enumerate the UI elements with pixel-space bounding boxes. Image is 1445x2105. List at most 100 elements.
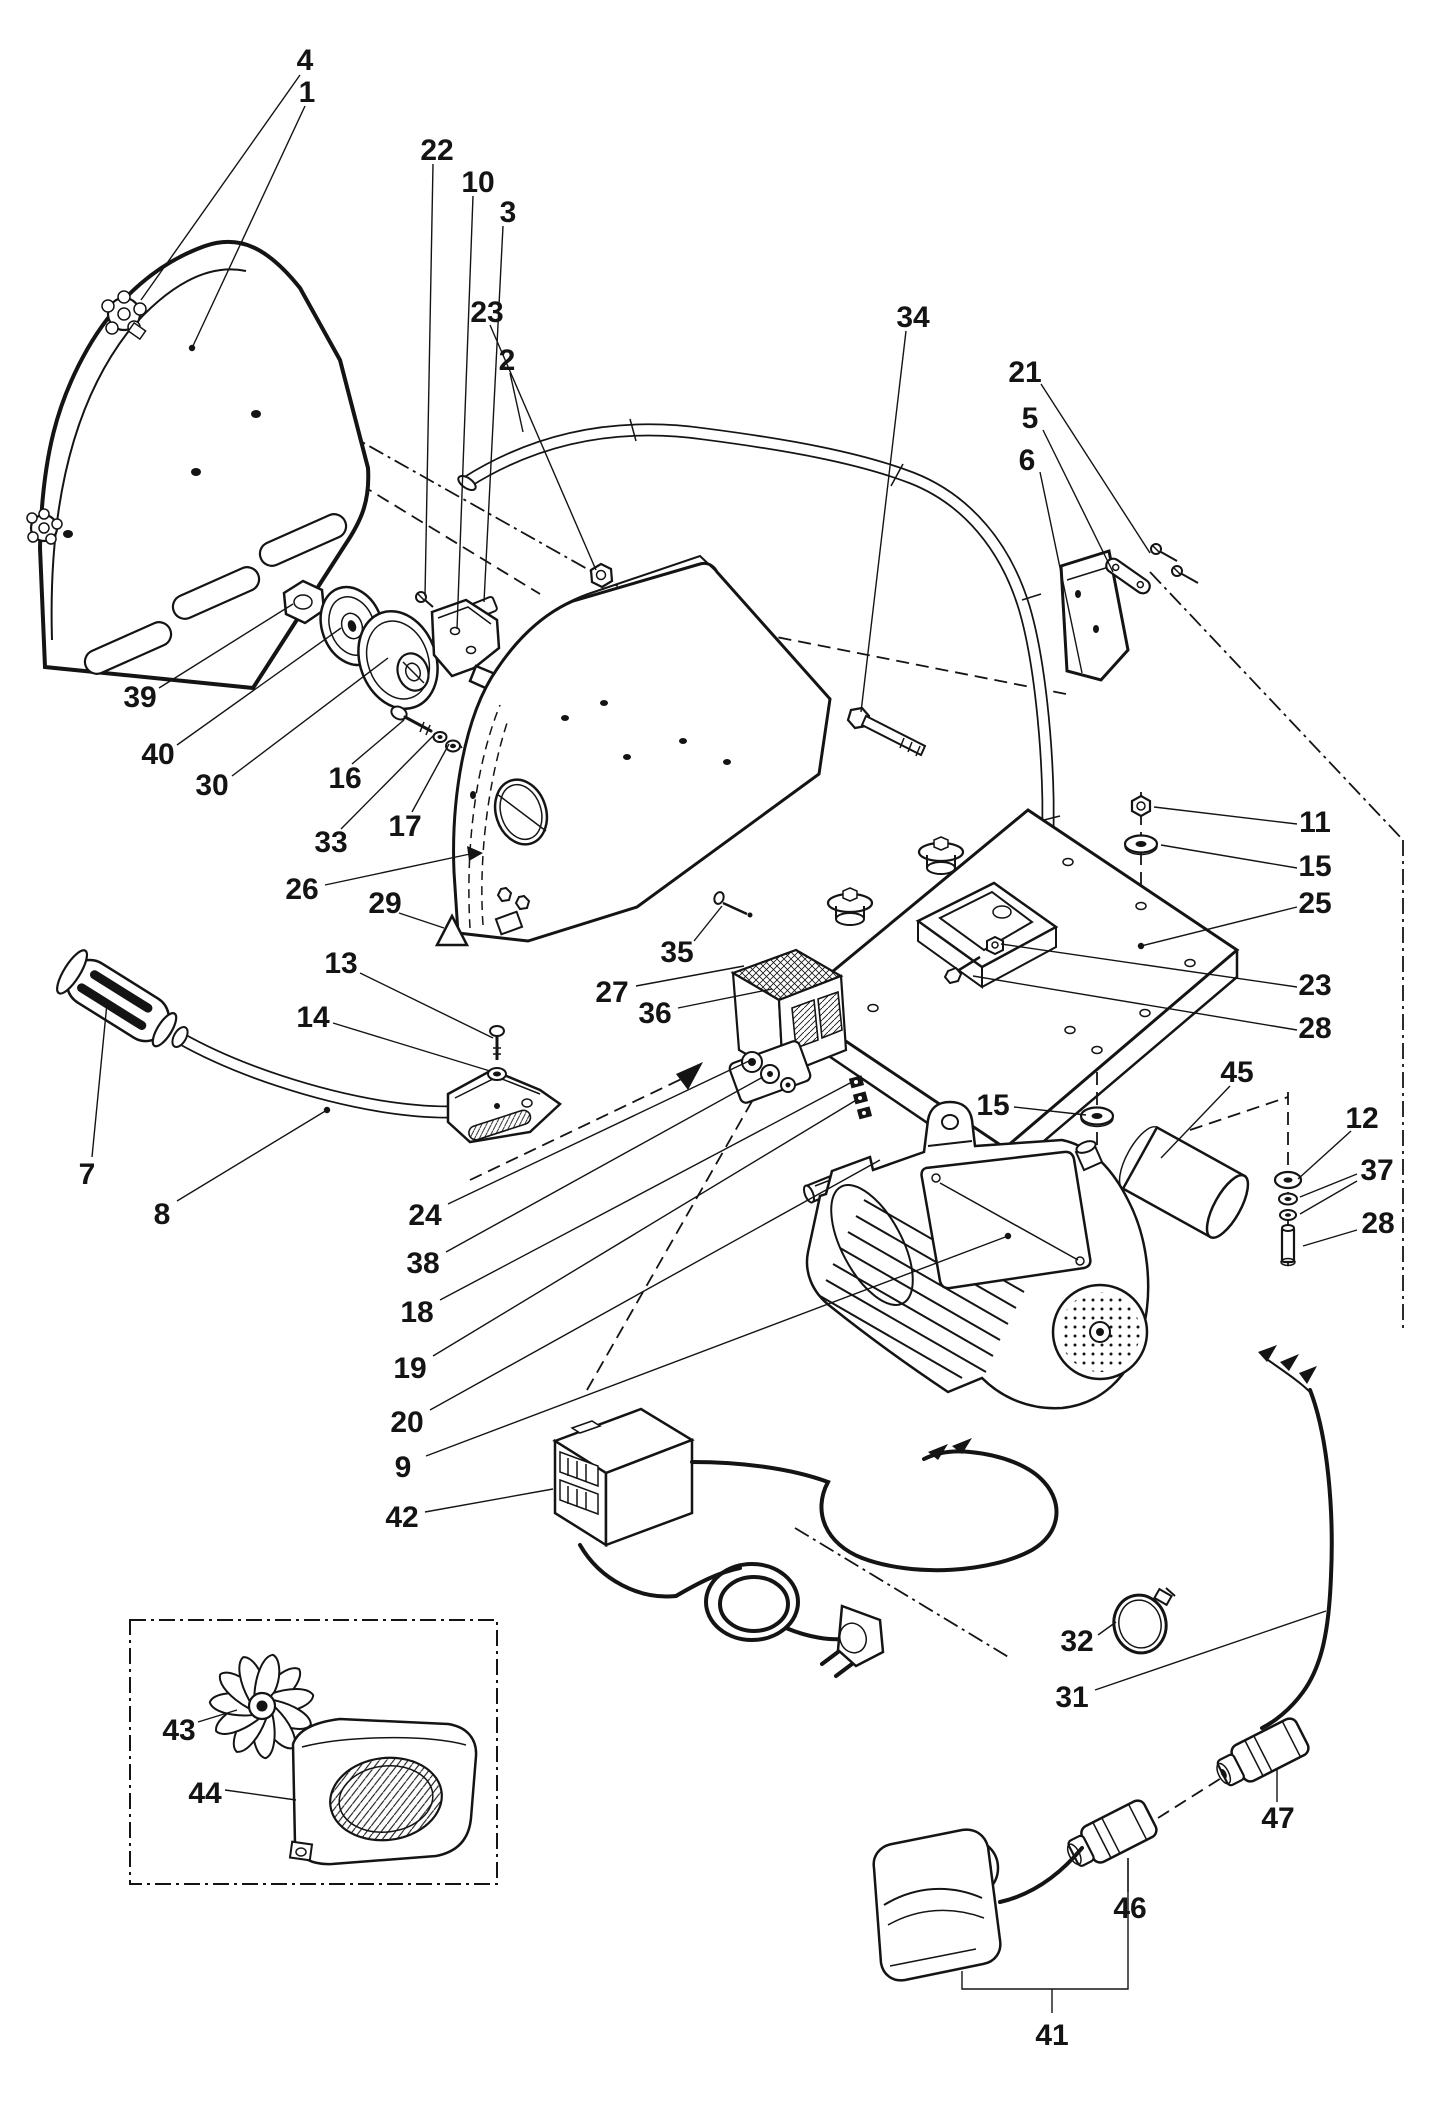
nut-23-plate [986, 935, 1004, 956]
part-number-32: 32 [1060, 1625, 1093, 1658]
part-number-38: 38 [406, 1247, 439, 1280]
screw-22 [415, 591, 434, 608]
part-number-41: 41 [1035, 2019, 1068, 2052]
motor-top-plate [920, 1150, 1092, 1290]
part-number-17: 17 [388, 810, 421, 843]
part-number-22: 22 [420, 134, 453, 167]
part-label-24: 24 [408, 1060, 750, 1232]
screw-21b [1171, 565, 1199, 584]
nut-11 [1130, 794, 1152, 818]
part-number-28a: 28 [1298, 1012, 1331, 1045]
guard-knob [101, 290, 147, 341]
part-number-23b: 23 [1298, 969, 1331, 1002]
part-label-14: 14 [296, 1001, 491, 1072]
part-label-23b: 23 [1000, 943, 1332, 1002]
part-number-39: 39 [123, 681, 156, 714]
part-label-30: 30 [195, 657, 389, 802]
part-number-4: 4 [297, 44, 314, 77]
coiled-cord [674, 1562, 845, 1642]
nut-stack-18-19 [848, 1075, 873, 1120]
part-label-39: 39 [123, 603, 294, 714]
fan-43 [208, 1653, 315, 1760]
part-number-8: 8 [154, 1198, 171, 1231]
motor-fan-cap [1051, 1283, 1149, 1381]
guard-knob-2 [26, 508, 63, 545]
part-number-42: 42 [385, 1501, 418, 1534]
part-label-19: 19 [393, 1098, 859, 1385]
part-number-43: 43 [162, 1714, 195, 1747]
part-label-4: 4 [140, 44, 314, 301]
part-number-25: 25 [1298, 887, 1331, 920]
part-number-26: 26 [285, 873, 318, 906]
rubber-foot [826, 887, 874, 926]
part-number-44: 44 [188, 1777, 222, 1810]
part-number-12: 12 [1345, 1102, 1378, 1135]
clamp-ring-32 [1112, 1587, 1176, 1655]
part-number-1: 1 [299, 76, 316, 109]
part-number-35: 35 [660, 936, 693, 969]
handle-grip [56, 949, 178, 1048]
part-label-38: 38 [406, 1076, 764, 1280]
part-number-30: 30 [195, 769, 228, 802]
part-label-6: 6 [1019, 444, 1083, 674]
part-number-15b: 15 [976, 1089, 1009, 1122]
part-label-33: 33 [314, 733, 436, 859]
switch-housing [728, 948, 848, 1104]
part-label-20: 20 [390, 1159, 881, 1439]
washer-14 [487, 1067, 507, 1081]
part-number-46: 46 [1113, 1892, 1146, 1925]
part-label-47: 47 [1261, 1769, 1295, 1835]
part-label-18: 18 [400, 1081, 853, 1329]
connector-47 [1216, 1717, 1310, 1787]
warning-triangle [434, 913, 470, 947]
part-number-6: 6 [1019, 444, 1036, 477]
part-label-15a: 15 [1160, 844, 1332, 883]
part-number-36: 36 [638, 997, 671, 1030]
part-label-46: 46 [1113, 1858, 1147, 1925]
part-label-31: 31 [1055, 1610, 1327, 1714]
handle-clamp-bracket [446, 1068, 562, 1144]
part-number-10: 10 [461, 166, 494, 199]
part-label-41: 41 [961, 1858, 1129, 2052]
fan-cover-44 [288, 1717, 478, 1866]
part-label-16: 16 [328, 719, 405, 795]
part-label-5: 5 [1022, 402, 1114, 573]
switch-button-panel [728, 1040, 812, 1104]
part-number-23a: 23 [470, 296, 503, 329]
switch-box-42 [552, 1407, 695, 1548]
part-label-29: 29 [368, 887, 445, 929]
part-label-12: 12 [1297, 1102, 1379, 1180]
part-number-47: 47 [1261, 1802, 1294, 1835]
washer-15 [1123, 834, 1159, 856]
supply-cable [1258, 1345, 1334, 1730]
part-label-21: 21 [1008, 356, 1151, 554]
part-number-21: 21 [1008, 356, 1041, 389]
screw-13 [489, 1025, 505, 1060]
inset-box [129, 1619, 498, 1885]
capacitor-45 [1118, 1125, 1250, 1239]
belt-cover [434, 554, 832, 947]
mains-plug [820, 1604, 885, 1678]
part-number-11: 11 [1299, 806, 1331, 839]
washer-33 [432, 731, 448, 743]
part-label-28b: 28 [1302, 1207, 1395, 1247]
screw-28 [943, 955, 981, 985]
screw-21a [1150, 543, 1178, 562]
part-label-32: 32 [1060, 1621, 1117, 1658]
motor [802, 1100, 1150, 1410]
part-label-9: 9 [395, 1232, 1012, 1484]
part-number-7: 7 [79, 1158, 96, 1191]
base-plate [789, 794, 1240, 1178]
prcd-box-41 [872, 1828, 1084, 1982]
blade-guard [26, 239, 371, 691]
guard-slot [258, 513, 348, 567]
part-label-44: 44 [188, 1777, 297, 1810]
part-number-27: 27 [595, 976, 628, 1009]
part-label-15b: 15 [976, 1089, 1087, 1122]
part-number-45: 45 [1220, 1056, 1253, 1089]
part-number-33: 33 [314, 826, 347, 859]
guard-slot [171, 566, 261, 620]
cover-oval-hole [493, 778, 549, 846]
part-number-2: 2 [499, 344, 516, 377]
